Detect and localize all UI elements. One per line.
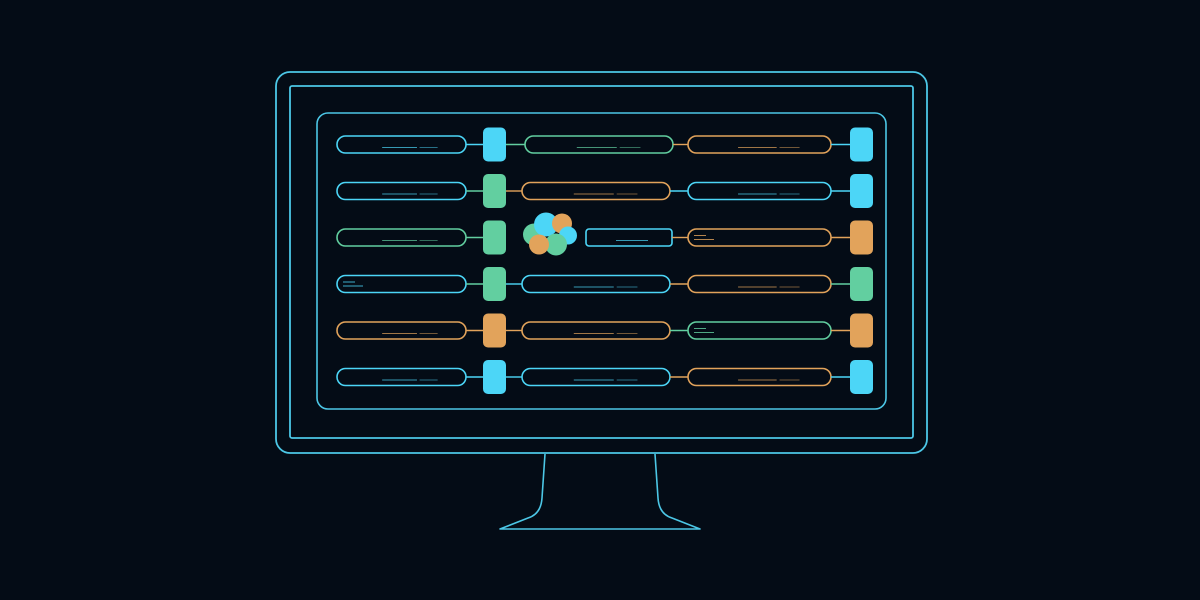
- mid-pill-1: [524, 135, 674, 154]
- node-3: [483, 220, 506, 255]
- node-6: [483, 360, 506, 394]
- node-4: [483, 267, 506, 301]
- workflow-rows: [336, 127, 873, 394]
- end-node-6: [850, 360, 873, 394]
- mid-pill-4: [521, 274, 671, 294]
- cluster-bubble-2: [534, 212, 558, 237]
- end-node-5: [850, 313, 873, 348]
- mid-pill-5: [521, 321, 671, 340]
- right-pill-4: [687, 274, 832, 294]
- monitor-stand-neck: [499, 453, 701, 530]
- cluster-bubble-5: [545, 233, 567, 256]
- right-pill-6: [687, 367, 832, 387]
- monitor-outer-frame: [275, 71, 928, 454]
- left-pill-5: [336, 321, 467, 340]
- right-pill-5: [687, 321, 832, 340]
- node-1: [483, 127, 506, 162]
- screen-panel: [316, 112, 887, 410]
- left-pill-4: [336, 274, 467, 294]
- right-pill-3: [687, 228, 832, 247]
- end-node-1: [850, 127, 873, 162]
- right-pill-2: [687, 181, 832, 201]
- monitor-bezel: [289, 85, 914, 439]
- end-node-2: [850, 174, 873, 208]
- left-pill-6: [336, 367, 467, 387]
- node-2: [483, 174, 506, 208]
- right-pill-1: [687, 135, 832, 154]
- cluster-icon: [523, 212, 577, 256]
- left-pill-3: [336, 228, 467, 247]
- mid-box-3: [585, 228, 673, 247]
- end-node-4: [850, 267, 873, 301]
- mid-pill-6: [521, 367, 671, 387]
- left-pill-1: [336, 135, 467, 154]
- mid-pill-2: [521, 181, 671, 201]
- end-node-3: [850, 220, 873, 255]
- cluster-bubble-6: [529, 234, 549, 255]
- node-5: [483, 313, 506, 348]
- left-pill-2: [336, 181, 467, 201]
